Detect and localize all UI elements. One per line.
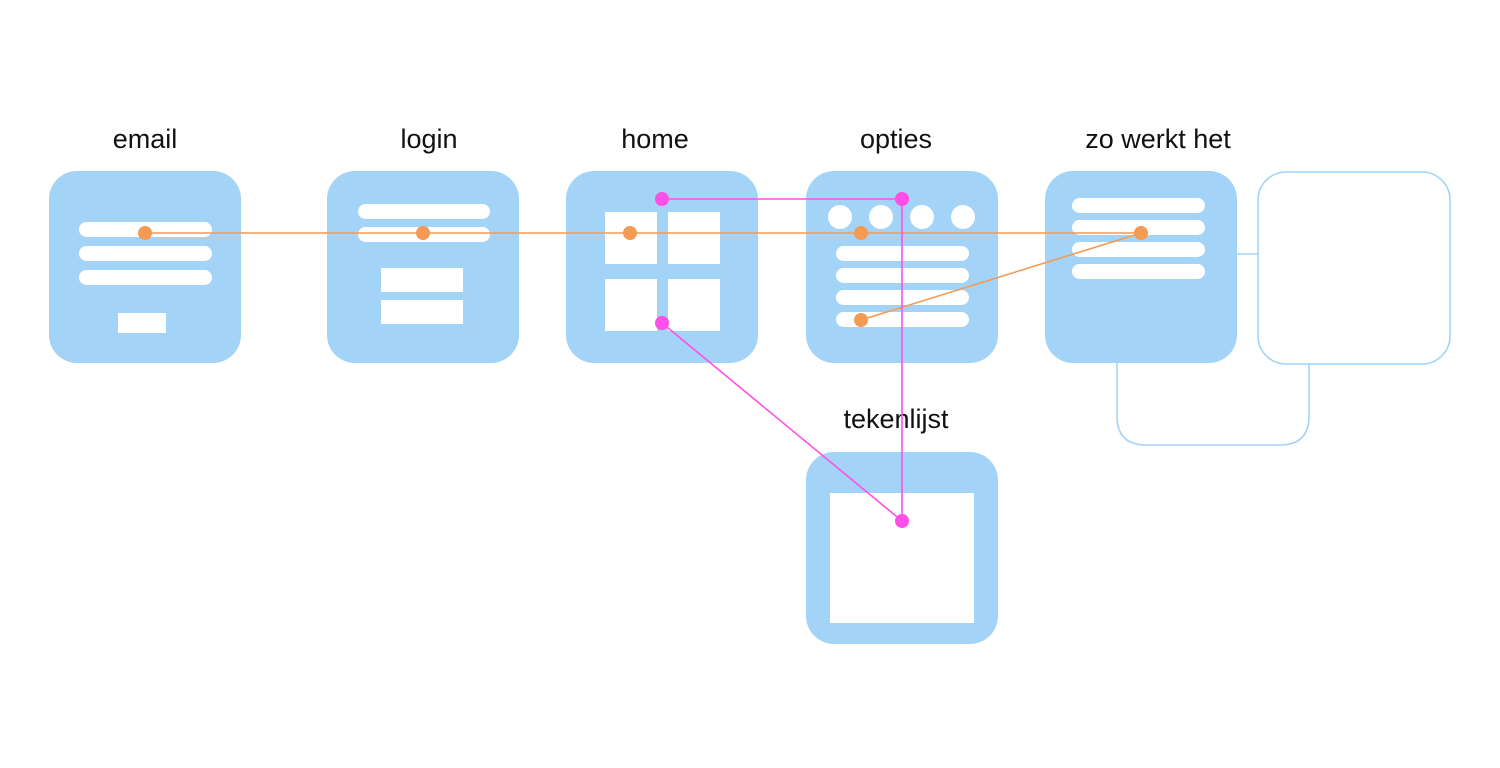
home-tile-4	[668, 279, 720, 331]
opties-dot-3	[910, 205, 934, 229]
orange-flow-node-opties-bottom	[854, 313, 868, 327]
zo-werkt-het-next-page-outline	[1257, 171, 1451, 365]
opties-dot-2	[869, 205, 893, 229]
screen-title-tekenlijst: tekenlijst	[843, 404, 949, 434]
orange-flow-node-login	[416, 226, 430, 240]
screen-zo-werkt-het[interactable]: zo werkt het	[1045, 124, 1451, 446]
screen-login-frame	[327, 171, 519, 363]
screen-tekenlijst[interactable]: tekenlijst	[806, 404, 998, 644]
home-tile-3	[605, 279, 657, 331]
orange-flow-node-zo-werkt-het	[1134, 226, 1148, 240]
screen-email-frame	[49, 171, 241, 363]
screen-title-home: home	[621, 124, 689, 154]
home-tile-2	[668, 212, 720, 264]
screen-title-zo-werkt-het: zo werkt het	[1085, 124, 1231, 154]
screen-title-email: email	[113, 124, 178, 154]
orange-flow-return-line	[860, 232, 1142, 321]
opties-dot-4	[951, 205, 975, 229]
email-line-2	[79, 246, 212, 261]
opties-dot-1	[828, 205, 852, 229]
email-submit-button-shape	[118, 313, 166, 333]
zo-werkt-het-line-3	[1072, 242, 1205, 257]
magenta-flow-node-home-top	[655, 192, 669, 206]
screen-login[interactable]: login	[327, 124, 519, 363]
screen-title-opties: opties	[860, 124, 932, 154]
login-block-2	[381, 300, 463, 324]
zo-werkt-het-loop-outline	[1116, 253, 1310, 446]
orange-flow-node-email	[138, 226, 152, 240]
login-block-1	[381, 268, 463, 292]
orange-flow-node-opties	[854, 226, 868, 240]
orange-flow-node-home	[623, 226, 637, 240]
screen-home[interactable]: home	[566, 124, 758, 363]
screen-title-login: login	[400, 124, 457, 154]
magenta-flow-node-tekenlijst	[895, 514, 909, 528]
login-line-1	[358, 204, 490, 219]
zo-werkt-het-line-4	[1072, 264, 1205, 279]
magenta-flow-node-opties-top	[895, 192, 909, 206]
magenta-flow-diagonal-route	[661, 322, 903, 522]
screen-email[interactable]: email	[49, 124, 241, 363]
magenta-flow	[655, 192, 909, 528]
zo-werkt-het-line-1	[1072, 198, 1205, 213]
magenta-flow-node-home-center	[655, 316, 669, 330]
email-line-3	[79, 270, 212, 285]
orange-flow	[138, 226, 1148, 327]
